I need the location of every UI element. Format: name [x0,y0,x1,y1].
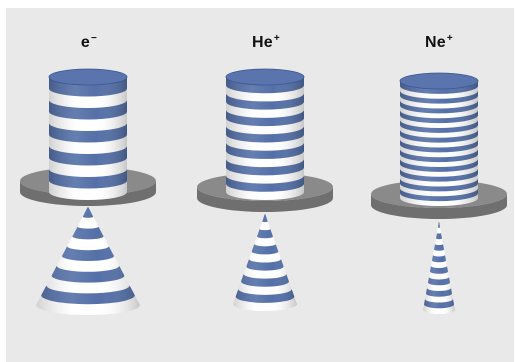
cylinder-2-shading [400,81,478,206]
cone-1-shading [233,214,297,311]
cylinder-1-shading [226,77,304,200]
cylinder-0-shading [49,77,127,200]
cone-2-shading [423,222,455,314]
label-neon-ion: Ne+ [425,33,453,51]
plate-2-rim [371,194,507,219]
label-electron: e− [80,33,98,51]
cylinder-2-top [399,72,479,90]
cone-0-shading [36,207,140,315]
cylinder-0-top [48,68,128,86]
cylinder-1-top [225,68,305,86]
plate-0-rim [20,181,156,206]
plate-1-rim [197,187,333,212]
label-helium-ion: He+ [252,33,280,51]
